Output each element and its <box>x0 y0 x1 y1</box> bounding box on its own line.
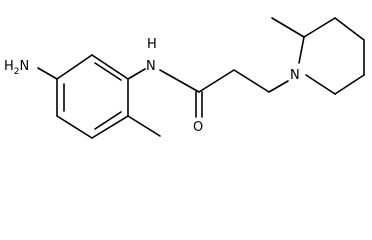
bond-carbonyl-to-ch2 <box>198 69 235 93</box>
aromatic-inner-bond <box>94 111 122 130</box>
bond <box>56 115 93 139</box>
amide-n-label: N <box>146 59 156 74</box>
bond <box>56 54 93 80</box>
bond-ring-to-amide-n <box>127 68 146 80</box>
bond <box>91 115 129 139</box>
bond-ring-to-methyl-2 <box>271 17 305 38</box>
bond <box>334 17 365 41</box>
bond-amide-n-to-carbonyl <box>159 69 200 93</box>
bond <box>298 36 305 64</box>
bond <box>91 54 129 80</box>
aromatic-inner-bond <box>94 62 122 81</box>
carbonyl-o-label: O <box>193 120 203 135</box>
bond <box>334 74 365 95</box>
bond-ring-to-methyl <box>127 115 161 137</box>
bond-ch2-to-ch2 <box>233 69 270 93</box>
aniline-ring <box>56 54 129 139</box>
bond <box>303 17 336 38</box>
amine-label: H2N <box>4 59 29 77</box>
bond-ring-to-amine <box>37 67 58 80</box>
amide-n-h-label: H <box>147 37 157 52</box>
bond <box>305 74 336 95</box>
piperidine-ring <box>298 17 365 95</box>
piperidine-n-label: N <box>290 68 300 83</box>
bond-ch2-to-ring-n <box>268 80 289 93</box>
chemical-structure-diagram: H2N H N O N <box>4 17 365 139</box>
